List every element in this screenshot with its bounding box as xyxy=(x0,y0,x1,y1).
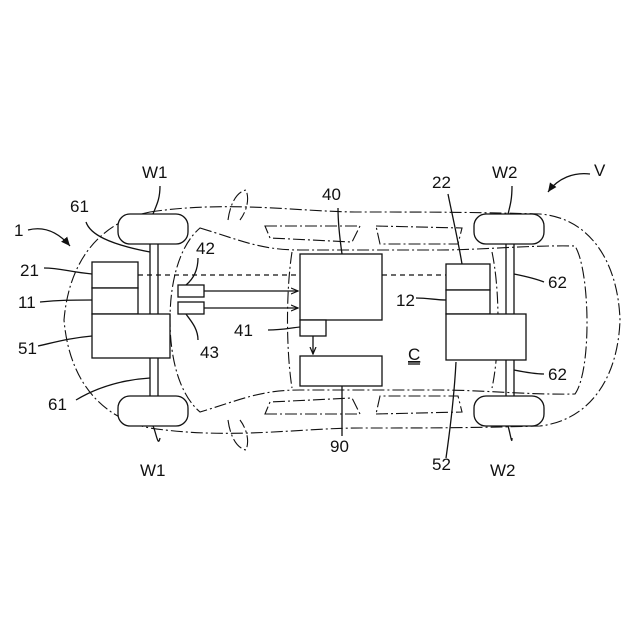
label-21: 21 xyxy=(20,261,39,280)
label-41: 41 xyxy=(234,321,253,340)
label-W1-bottom: W1 xyxy=(140,461,166,480)
unit-21 xyxy=(92,262,138,288)
label-61-top: 61 xyxy=(70,197,89,216)
front-left-wheel xyxy=(118,214,188,244)
label-W2-bottom: W2 xyxy=(490,461,516,480)
label-62-top: 62 xyxy=(548,273,567,292)
label-42: 42 xyxy=(196,239,215,258)
label-11: 11 xyxy=(18,293,36,312)
controller-40 xyxy=(300,254,382,320)
unit-22 xyxy=(446,264,490,290)
label-51: 51 xyxy=(18,339,37,358)
label-43: 43 xyxy=(200,343,219,362)
label-22: 22 xyxy=(432,173,451,192)
rear-right-wheel xyxy=(474,396,544,426)
label-52: 52 xyxy=(432,455,451,474)
label-40: 40 xyxy=(322,185,341,204)
label-W2-top: W2 xyxy=(492,163,518,182)
label-V: V xyxy=(594,161,606,180)
unit-41 xyxy=(300,320,326,336)
front-right-wheel xyxy=(118,396,188,426)
label-61-bottom: 61 xyxy=(48,395,67,414)
sensor-42 xyxy=(178,285,204,297)
sensor-43 xyxy=(178,302,204,314)
label-90: 90 xyxy=(330,437,349,456)
rear-left-wheel xyxy=(474,214,544,244)
label-W1-top: W1 xyxy=(142,163,168,182)
label-1: 1 xyxy=(14,221,23,240)
unit-52 xyxy=(446,314,526,360)
label-62-bottom: 62 xyxy=(548,365,567,384)
unit-51 xyxy=(92,314,170,358)
device-90 xyxy=(300,356,382,386)
unit-12 xyxy=(446,290,490,314)
unit-11 xyxy=(92,288,138,314)
label-12: 12 xyxy=(396,291,415,310)
label-C: C xyxy=(408,345,420,364)
